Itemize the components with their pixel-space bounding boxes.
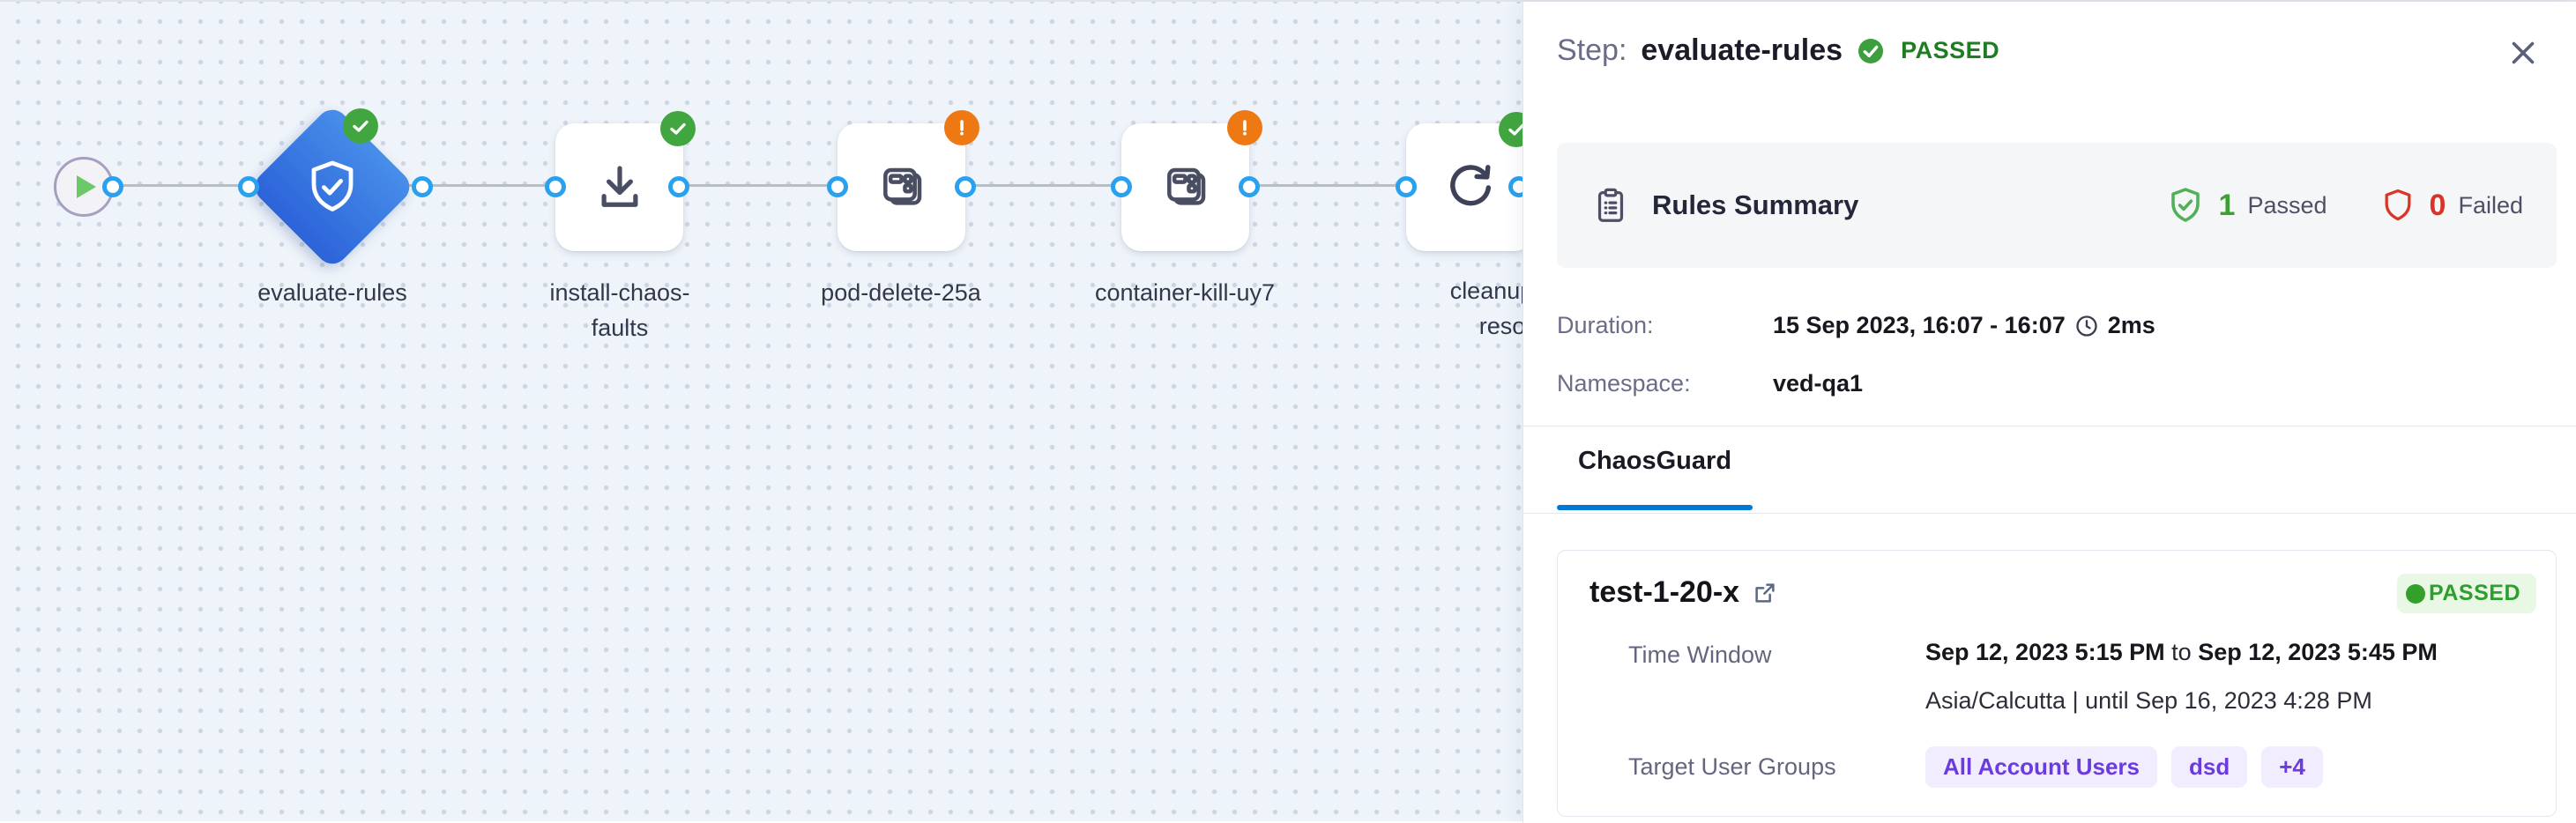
namespace-value: ved-qa1	[1773, 370, 1864, 397]
namespace-row: Namespace: ved-qa1	[1557, 370, 1863, 397]
connector-port[interactable]	[102, 176, 123, 197]
node-container-kill-uy7[interactable]	[1121, 123, 1249, 251]
connector-port[interactable]	[668, 176, 689, 197]
label-line: install-chaos-	[549, 279, 690, 306]
user-group-overflow-chip[interactable]: +4	[2261, 746, 2323, 788]
connector-port[interactable]	[238, 176, 259, 197]
rule-name: test-1-20-x	[1590, 575, 1740, 609]
rules-summary-band: Rules Summary 1 Passed 0 Failed	[1557, 143, 2557, 268]
connector-port[interactable]	[545, 176, 566, 197]
duration-range: 15 Sep 2023, 16:07 - 16:07	[1773, 312, 2066, 338]
node-label-install-chaos-faults: install-chaos- faults	[488, 275, 752, 345]
download-icon	[591, 159, 649, 217]
status-passed-badge	[660, 111, 696, 146]
rule-card-header: test-1-20-x	[1590, 575, 2524, 610]
time-window-label: Time Window	[1628, 641, 1772, 668]
shield-fail-icon	[2379, 186, 2417, 225]
pipeline-edge	[99, 184, 1545, 187]
status-passed-badge	[343, 108, 378, 144]
target-user-groups-chips: All Account Users dsd +4	[1925, 746, 2323, 788]
duration-elapsed: 2ms	[2107, 312, 2155, 338]
node-pod-delete-25a[interactable]	[838, 123, 965, 251]
connector-port[interactable]	[412, 176, 433, 197]
node-evaluate-rules[interactable]	[249, 103, 416, 271]
duration-row: Duration: 15 Sep 2023, 16:07 - 16:07 2ms	[1557, 312, 2155, 339]
failed-count: 0	[2429, 188, 2446, 222]
rule-status-text: PASSED	[2429, 581, 2520, 605]
status-dot	[2406, 583, 2426, 604]
rule-status-badge: PASSED	[2397, 574, 2536, 613]
clock-icon	[2074, 314, 2099, 338]
close-button[interactable]	[2505, 35, 2541, 70]
node-label-pod-delete-25a: pod-delete-25a	[821, 279, 981, 306]
step-title-prefix: Step:	[1557, 33, 1627, 67]
namespace-label: Namespace:	[1557, 370, 1691, 397]
time-window-from: Sep 12, 2023 5:15 PM	[1925, 639, 2165, 665]
time-window-range: Sep 12, 2023 5:15 PM to Sep 12, 2023 5:4…	[1925, 639, 2438, 666]
chaos-fault-icon	[874, 159, 930, 216]
status-warning-badge	[944, 110, 979, 145]
retry-icon	[1441, 159, 1500, 217]
user-group-chip: dsd	[2170, 746, 2248, 788]
connector-port[interactable]	[1239, 176, 1260, 197]
step-details-panel: Step: evaluate-rules PASSED Rules Summar…	[1523, 2, 2576, 823]
clipboard-icon	[1590, 185, 1631, 226]
time-window-joiner: to	[2164, 639, 2199, 665]
step-status-badge: PASSED	[1901, 37, 2000, 63]
connector-port[interactable]	[827, 176, 848, 197]
node-label-evaluate-rules: evaluate-rules	[257, 279, 407, 306]
shield-pass-icon	[2164, 184, 2207, 226]
node-label-container-kill-uy7: container-kill-uy7	[1094, 279, 1276, 306]
chaosguard-rule-card: test-1-20-x PASSED Time Window Sep 12, 2…	[1557, 550, 2557, 817]
connector-port[interactable]	[1111, 176, 1132, 197]
tab-active-underline	[1557, 505, 1753, 510]
status-warning-badge	[1227, 110, 1262, 145]
diamond-shape	[249, 103, 416, 271]
rules-summary-counts: 1 Passed 0 Failed	[2164, 184, 2523, 226]
failed-label: Failed	[2458, 191, 2523, 219]
connector-port[interactable]	[955, 176, 976, 197]
target-user-groups-label: Target User Groups	[1628, 753, 1836, 780]
tab-chaosguard[interactable]: ChaosGuard	[1578, 447, 1732, 475]
user-group-chip: All Account Users	[1925, 746, 2157, 788]
rules-summary-title: Rules Summary	[1652, 189, 1859, 220]
external-link-icon[interactable]	[1752, 580, 1778, 606]
panel-header: Step: evaluate-rules PASSED	[1557, 33, 2488, 68]
tabbar-border	[1523, 513, 2576, 514]
chaos-fault-icon	[1158, 159, 1214, 216]
duration-label: Duration:	[1557, 312, 1654, 338]
time-window-to: Sep 12, 2023 5:45 PM	[2198, 639, 2438, 665]
passed-count: 1	[2218, 188, 2236, 222]
duration-value: 15 Sep 2023, 16:07 - 16:07 2ms	[1773, 312, 2155, 339]
connector-port[interactable]	[1396, 176, 1417, 197]
time-window-timezone: Asia/Calcutta | until Sep 16, 2023 4:28 …	[1925, 687, 2372, 714]
shield-check-icon	[301, 155, 364, 219]
check-circle-icon	[1857, 37, 1885, 65]
node-install-chaos-faults[interactable]	[555, 123, 683, 251]
label-line: faults	[591, 315, 649, 341]
step-title: evaluate-rules	[1641, 33, 1843, 67]
play-icon	[77, 175, 96, 198]
passed-label: Passed	[2247, 191, 2327, 219]
